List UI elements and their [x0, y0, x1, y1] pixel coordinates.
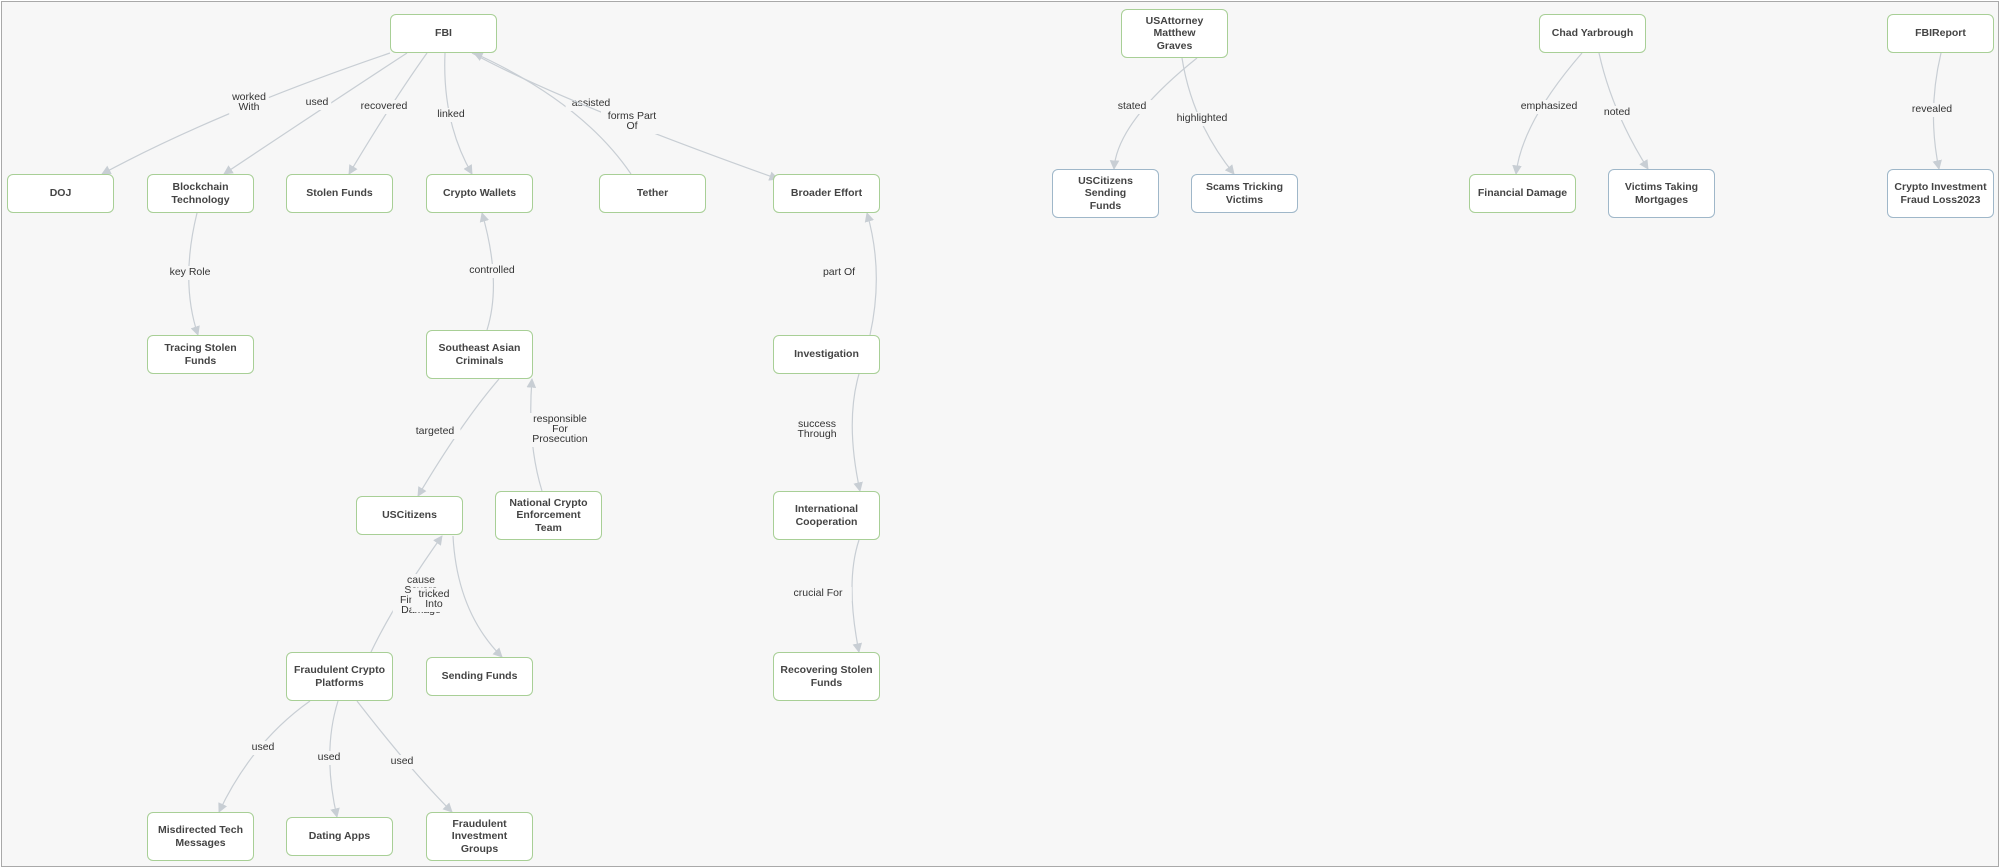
edge-investigation-to-broader-effort [864, 212, 877, 336]
edge-fraud-platforms-to-misdirected [218, 700, 311, 813]
edge-label: recovered [361, 100, 408, 112]
node-crypto-wallets[interactable]: Crypto Wallets [426, 174, 533, 213]
node-crypto-fraud-loss[interactable]: Crypto Investment Fraud Loss2023 [1887, 169, 1994, 218]
node-fbi[interactable]: FBI [390, 14, 497, 53]
node-chad[interactable]: Chad Yarbrough [1539, 14, 1646, 53]
edge-chad-to-financial-damage [1512, 52, 1583, 175]
edge-label: used [391, 755, 414, 767]
edge-label: emphasized [1521, 100, 1578, 112]
node-victims-mortgages[interactable]: Victims Taking Mortgages [1608, 169, 1715, 218]
edge-label-bg [387, 755, 417, 769]
edge-label-bg [565, 97, 617, 111]
node-broader-effort[interactable]: Broader Effort [773, 174, 880, 213]
edge-intl-coop-to-recovering [851, 539, 863, 653]
edge-label-bg [1906, 103, 1958, 117]
node-misdirected[interactable]: Misdirected Tech Messages [147, 812, 254, 861]
edge-label-bg [1168, 112, 1236, 126]
edge-label-bg [784, 587, 852, 601]
edge-label-bg [601, 110, 663, 134]
node-fraud-groups[interactable]: Fraudulent Investment Groups [426, 812, 533, 861]
node-intl-coop[interactable]: International Cooperation [773, 491, 880, 540]
node-ncet[interactable]: National Crypto Enforcement Team [495, 491, 602, 540]
edge-label: used [252, 741, 275, 753]
edge-label-bg [355, 100, 413, 114]
edge-label-bg [314, 751, 344, 765]
edge-label-bg [409, 425, 461, 439]
edge-label: part Of [823, 266, 855, 278]
edge-label-bg [431, 108, 471, 122]
node-dating-apps[interactable]: Dating Apps [286, 817, 393, 856]
edge-label: targeted [416, 425, 455, 437]
node-usattorney[interactable]: USAttorney Matthew Graves [1121, 9, 1228, 58]
edge-label-bg [816, 266, 862, 280]
edge-usattorney-to-uscitizens-sending [1109, 57, 1198, 170]
node-uscitizens-sending[interactable]: USCitizens Sending Funds [1052, 169, 1159, 218]
edge-label: revealed [1912, 103, 1952, 115]
node-sending-funds[interactable]: Sending Funds [426, 657, 533, 696]
node-scams-tricking[interactable]: Scams Tricking Victims [1191, 174, 1298, 213]
edge-label: key Role [170, 266, 211, 278]
edge-label-bg [794, 418, 840, 442]
edge-label: highlighted [1177, 112, 1228, 124]
edge-label-bg [526, 413, 594, 447]
node-blockchain[interactable]: Blockchain Technology [147, 174, 254, 213]
edge-label-bg [1112, 100, 1152, 114]
edge-label: used [318, 751, 341, 763]
edge-label: noted [1604, 106, 1630, 118]
edge-label: used [306, 96, 329, 108]
node-financial-damage[interactable]: Financial Damage [1469, 174, 1576, 213]
edge-label: stated [1118, 100, 1147, 112]
node-fbireport[interactable]: FBIReport [1887, 14, 1994, 53]
node-uscitizens[interactable]: USCitizens [356, 496, 463, 535]
edge-label-bg [229, 91, 269, 115]
edge-label-bg [461, 264, 523, 278]
edge-label-bg [164, 266, 216, 280]
edge-label-bg [411, 588, 457, 612]
edge-label-bg [1518, 100, 1580, 114]
edge-fbi-to-broader-effort [471, 52, 779, 181]
edge-label: crucial For [793, 587, 843, 599]
edge-label: controlled [469, 264, 515, 276]
node-tracing[interactable]: Tracing Stolen Funds [147, 335, 254, 374]
node-recovering[interactable]: Recovering Stolen Funds [773, 652, 880, 701]
edge-label: linked [437, 108, 465, 120]
edge-uscitizens-to-sending-funds [452, 535, 503, 658]
edge-investigation-to-intl-coop [851, 373, 863, 492]
node-sea-criminals[interactable]: Southeast Asian Criminals [426, 330, 533, 379]
edge-label: assisted [572, 97, 611, 109]
node-fraud-platforms[interactable]: Fraudulent Crypto Platforms [286, 652, 393, 701]
edge-label-bg [1600, 106, 1634, 120]
node-tether[interactable]: Tether [599, 174, 706, 213]
node-doj[interactable]: DOJ [7, 174, 114, 213]
edge-label-bg [302, 96, 332, 110]
node-stolen-funds[interactable]: Stolen Funds [286, 174, 393, 213]
edge-label-bg [248, 741, 278, 755]
node-investigation[interactable]: Investigation [773, 335, 880, 374]
